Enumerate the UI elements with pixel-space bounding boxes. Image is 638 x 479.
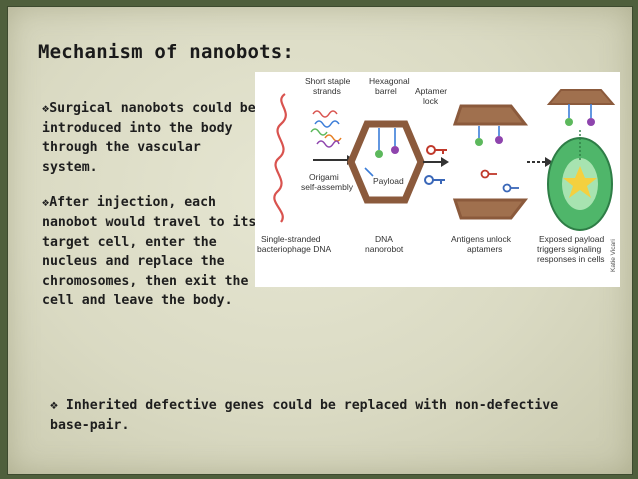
label-short-staple: Short staple [305,76,351,86]
bottom-bullet: ❖ Inherited defective genes could be rep… [50,396,570,435]
label-dna: DNA [375,234,393,244]
label-aptamer-2: lock [423,96,439,106]
staple-strands-icon [310,110,342,148]
bullet-item: ❖After injection, each nanobot would tra… [42,193,262,311]
slide-title: Mechanism of nanobots: [38,41,295,63]
label-single-stranded-2: bacteriophage DNA [257,244,332,254]
bullet-item: ❖Surgical nanobots could be introduced i… [42,99,262,177]
label-hexagonal-2: barrel [375,86,397,96]
image-credit: Katie Vicari [610,239,617,272]
label-origami: Origami [309,172,339,182]
diamond-bullet-icon: ❖ [50,398,58,413]
label-short-staple-2: strands [313,86,341,96]
label-payload: Payload [373,176,404,186]
left-bullet-list: ❖Surgical nanobots could be introduced i… [42,99,262,327]
single-stranded-dna-strand [273,93,287,223]
label-antigens: Antigens unlock [451,234,512,244]
antigen-key-icon [424,175,445,185]
nanobot-mechanism-diagram: Short staple strands Hexagonal barrel Ap… [255,72,620,287]
label-nanorobot: nanorobot [365,244,404,254]
label-responses: responses in cells [537,254,605,264]
bullet-text: Inherited defective genes could be repla… [50,398,559,433]
bullet-text: Surgical nanobots could be introduced in… [42,101,256,175]
antigen-key-icon [426,145,447,155]
bullet-text: After injection, each nanobot would trav… [42,195,257,309]
opened-nanorobot [452,104,529,220]
diamond-bullet-icon: ❖ [42,195,50,210]
label-hexagonal: Hexagonal [369,76,410,86]
label-triggers: triggers signaling [537,244,602,254]
label-exposed: Exposed payload [539,234,604,244]
label-aptamer: Aptamer [415,86,447,96]
label-origami-2: self-assembly [301,182,354,192]
label-single-stranded: Single-stranded [261,234,321,244]
target-cell-icon [546,89,616,231]
dna-nanorobot-barrel [347,120,425,204]
label-aptamers: aptamers [467,244,502,254]
diamond-bullet-icon: ❖ [42,101,50,115]
